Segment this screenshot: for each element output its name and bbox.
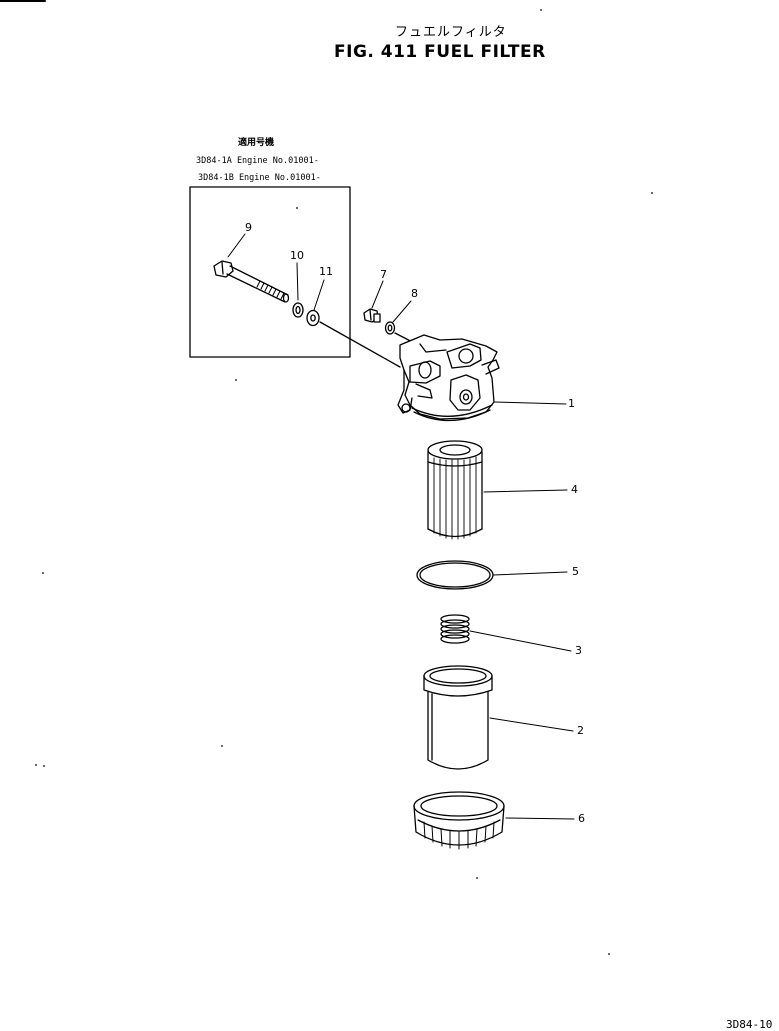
figure-title: FIG. 411 FUEL FILTER xyxy=(334,42,546,62)
callout-3: 3 xyxy=(575,644,582,657)
callout-2: 2 xyxy=(577,724,584,737)
part-8-gasket xyxy=(384,321,396,335)
part-9-bolt xyxy=(213,260,290,303)
callout-6: 6 xyxy=(578,812,585,825)
leader-lines xyxy=(227,233,575,820)
callout-11: 11 xyxy=(319,265,333,278)
drawing-code: 3D84-10 xyxy=(726,1018,773,1031)
part-3-spring xyxy=(440,614,470,644)
applicability-line-2: 3D84-1B Engine No.01001- xyxy=(198,173,321,183)
title-japanese: フュエルフィルタ xyxy=(395,25,507,40)
part-6-ring-nut xyxy=(413,791,505,850)
part-7-plug xyxy=(363,308,381,323)
applicability-box xyxy=(189,186,351,358)
part-1-filter-head xyxy=(397,334,500,422)
part-11-washer xyxy=(306,309,320,327)
callout-1: 1 xyxy=(568,397,575,410)
callout-4: 4 xyxy=(571,483,578,496)
callout-10: 10 xyxy=(290,249,304,262)
applicability-line-1: 3D84-1A Engine No.01001- xyxy=(196,156,319,166)
part-5-o-ring xyxy=(416,560,494,590)
callout-8: 8 xyxy=(411,287,418,300)
part-2-filter-case xyxy=(423,665,493,770)
callout-5: 5 xyxy=(572,565,579,578)
scan-dots xyxy=(35,9,653,955)
assembly-line-bolt xyxy=(319,321,401,368)
part-4-filter-element xyxy=(427,440,483,540)
part-10-spring-washer xyxy=(292,302,304,318)
callout-9: 9 xyxy=(245,221,252,234)
callout-7: 7 xyxy=(380,268,387,281)
applicability-heading: 適用号機 xyxy=(238,138,275,148)
